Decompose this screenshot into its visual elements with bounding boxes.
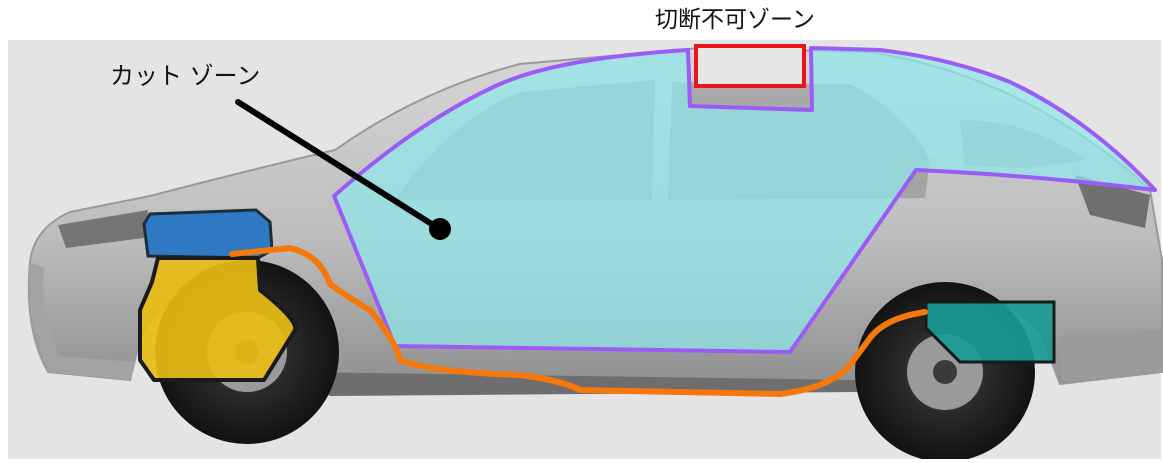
- rear-bumper: [1060, 330, 1162, 382]
- blue-component-icon: [142, 208, 274, 260]
- cut-zone-pointer-dot: [429, 218, 451, 240]
- cut-zone-area: [332, 46, 1157, 354]
- front-bumper: [29, 262, 136, 380]
- cut-zone-label: カット ゾーン: [110, 62, 261, 90]
- teal-component-icon: [924, 300, 1056, 364]
- tail-light: [1075, 175, 1150, 228]
- cut-zone-pointer-line: [235, 99, 441, 231]
- yellow-component-icon: [138, 256, 298, 382]
- headlight: [58, 210, 148, 248]
- no-cut-zone-area: [694, 44, 806, 88]
- orange-cable-icon: [229, 245, 928, 397]
- no-cut-zone-label: 切断不可ゾーン: [655, 7, 815, 33]
